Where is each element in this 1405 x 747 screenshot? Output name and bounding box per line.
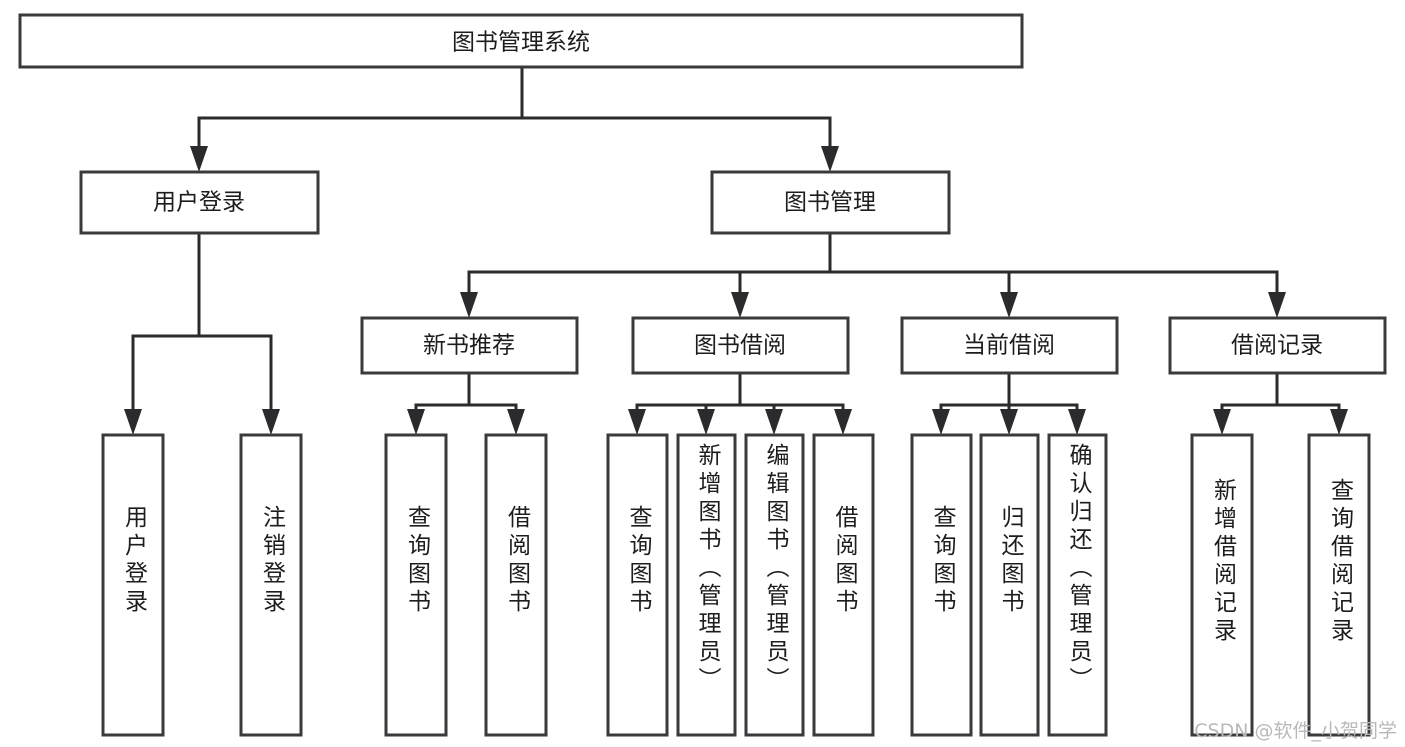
node-current-borrow-label: 当前借阅	[963, 333, 1055, 359]
arrow-head-leaf-user-login	[124, 409, 142, 435]
leaf-confirm-return-label: 确认归还（管理员）	[1065, 443, 1091, 695]
arrow-head-leaf-user-logout	[262, 409, 280, 435]
node-current-borrow[interactable]: 当前借阅	[900, 316, 1119, 375]
node-new-book-rec-box[interactable]	[360, 316, 579, 375]
node-user-login-box[interactable]	[79, 170, 320, 235]
leaf-query-book-1-label: 查询图书	[403, 505, 430, 617]
arrow-head-current-borrow	[1000, 292, 1018, 318]
arrow-head-leaf-query-record	[1330, 409, 1348, 435]
node-book-manage-label: 图书管理	[784, 190, 876, 216]
leaf-user-login-label: 用户登录	[120, 505, 147, 617]
leaf-query-book-2-label: 查询图书	[625, 505, 651, 617]
leaf-user-logout-label-cell: 注销登录	[241, 505, 301, 731]
node-leaf-return-book-box[interactable]	[979, 433, 1040, 737]
arrow-head-leaf-query-book-2	[628, 409, 646, 435]
leaf-borrow-book-2-label: 借阅图书	[831, 505, 857, 617]
leaf-add-book-label: 新增图书（管理员）	[694, 443, 720, 695]
leaf-add-record-label-cell: 新增借阅记录	[1192, 478, 1252, 731]
leaf-query-book-2-label-cell: 查询图书	[608, 505, 667, 731]
node-root-label: 图书管理系统	[452, 30, 590, 56]
leaf-edit-book-label-cell: 编辑图书（管理员）	[746, 443, 803, 731]
connector-book-manage-to-level3	[460, 231, 1286, 318]
arrow-head-book-manage	[821, 146, 839, 172]
leaf-edit-book-label: 编辑图书（管理员）	[762, 443, 788, 695]
node-borrow-record-label: 借阅记录	[1231, 333, 1323, 359]
node-root-box[interactable]	[18, 13, 1024, 69]
arrow-head-leaf-confirm-return	[1068, 409, 1086, 435]
csdn-watermark: CSDN @软件_小贺同学	[1194, 720, 1397, 742]
leaf-query-book-3-label-cell: 查询图书	[912, 505, 971, 731]
leaf-user-login-label-cell: 用户登录	[103, 505, 163, 731]
node-leaf-borrow-book-1-box[interactable]	[484, 433, 548, 737]
leaf-query-book-3-label: 查询图书	[929, 505, 955, 617]
node-new-book-rec-label: 新书推荐	[423, 333, 515, 359]
node-new-book-rec[interactable]: 新书推荐	[360, 316, 579, 375]
node-book-borrow-label: 图书借阅	[694, 333, 786, 359]
leaf-return-book-label: 归还图书	[997, 505, 1023, 617]
connector-root-to-level2	[190, 65, 839, 172]
node-user-login-label: 用户登录	[153, 190, 245, 216]
node-leaf-query-book-1-box[interactable]	[384, 433, 448, 737]
node-leaf-query-record-box[interactable]	[1307, 433, 1371, 737]
node-leaf-user-login-box[interactable]	[101, 433, 165, 737]
leaf-borrow-book-1-label: 借阅图书	[503, 505, 530, 617]
leaf-return-book-label-cell: 归还图书	[981, 505, 1038, 731]
node-user-login[interactable]: 用户登录	[79, 170, 320, 235]
connector-user-login-to-leaves	[124, 231, 280, 435]
arrow-head-new-book-rec	[460, 292, 478, 318]
arrow-head-leaf-return-book	[1000, 409, 1018, 435]
node-leaf-borrow-book-2-box[interactable]	[812, 433, 875, 737]
arrow-head-book-borrow	[731, 292, 749, 318]
arrow-head-leaf-query-book-3	[932, 409, 950, 435]
arrow-head-leaf-borrow-book-1	[507, 409, 525, 435]
node-borrow-record[interactable]: 借阅记录	[1168, 316, 1387, 375]
node-leaf-user-logout-box[interactable]	[239, 433, 303, 737]
leaf-query-record-label: 查询借阅记录	[1326, 478, 1353, 646]
leaf-borrow-book-2-label-cell: 借阅图书	[814, 505, 873, 731]
node-leaf-add-record-box[interactable]	[1190, 433, 1254, 737]
arrow-head-leaf-query-book-1	[407, 409, 425, 435]
node-borrow-record-box[interactable]	[1168, 316, 1387, 375]
connector-borrow-record-to-leaves	[1213, 371, 1348, 435]
leaf-confirm-return-label-cell: 确认归还（管理员）	[1049, 443, 1106, 731]
leaf-query-book-1-label-cell: 查询图书	[386, 505, 446, 731]
node-leaf-query-book-2-box[interactable]	[606, 433, 669, 737]
node-leaf-confirm-return-box[interactable]	[1047, 433, 1108, 737]
arrow-head-borrow-record	[1268, 292, 1286, 318]
connector-book-borrow-to-leaves	[628, 371, 852, 435]
node-book-manage-box[interactable]	[710, 170, 951, 235]
node-leaf-edit-book-box[interactable]	[744, 433, 805, 737]
node-book-manage[interactable]: 图书管理	[710, 170, 951, 235]
leaf-borrow-book-1-label-cell: 借阅图书	[486, 505, 546, 731]
node-book-borrow[interactable]: 图书借阅	[631, 316, 850, 375]
node-book-borrow-box[interactable]	[631, 316, 850, 375]
leaf-add-record-label: 新增借阅记录	[1209, 478, 1236, 646]
leaf-add-book-label-cell: 新增图书（管理员）	[678, 443, 735, 731]
connector-current-borrow-to-leaves	[932, 371, 1086, 435]
leaf-query-record-label-cell: 查询借阅记录	[1309, 478, 1369, 731]
node-leaf-add-book-box[interactable]	[676, 433, 737, 737]
connector-new-book-rec-to-leaves	[407, 371, 525, 435]
leaf-user-logout-label: 注销登录	[258, 505, 285, 617]
arrow-head-leaf-borrow-book-2	[834, 409, 852, 435]
node-current-borrow-box[interactable]	[900, 316, 1119, 375]
arrow-head-leaf-edit-book	[765, 409, 783, 435]
arrow-head-leaf-add-book	[697, 409, 715, 435]
arrow-head-user-login	[190, 146, 208, 172]
node-root[interactable]: 图书管理系统	[18, 13, 1024, 69]
node-leaf-query-book-3-box[interactable]	[910, 433, 973, 737]
arrow-head-leaf-add-record	[1213, 409, 1231, 435]
